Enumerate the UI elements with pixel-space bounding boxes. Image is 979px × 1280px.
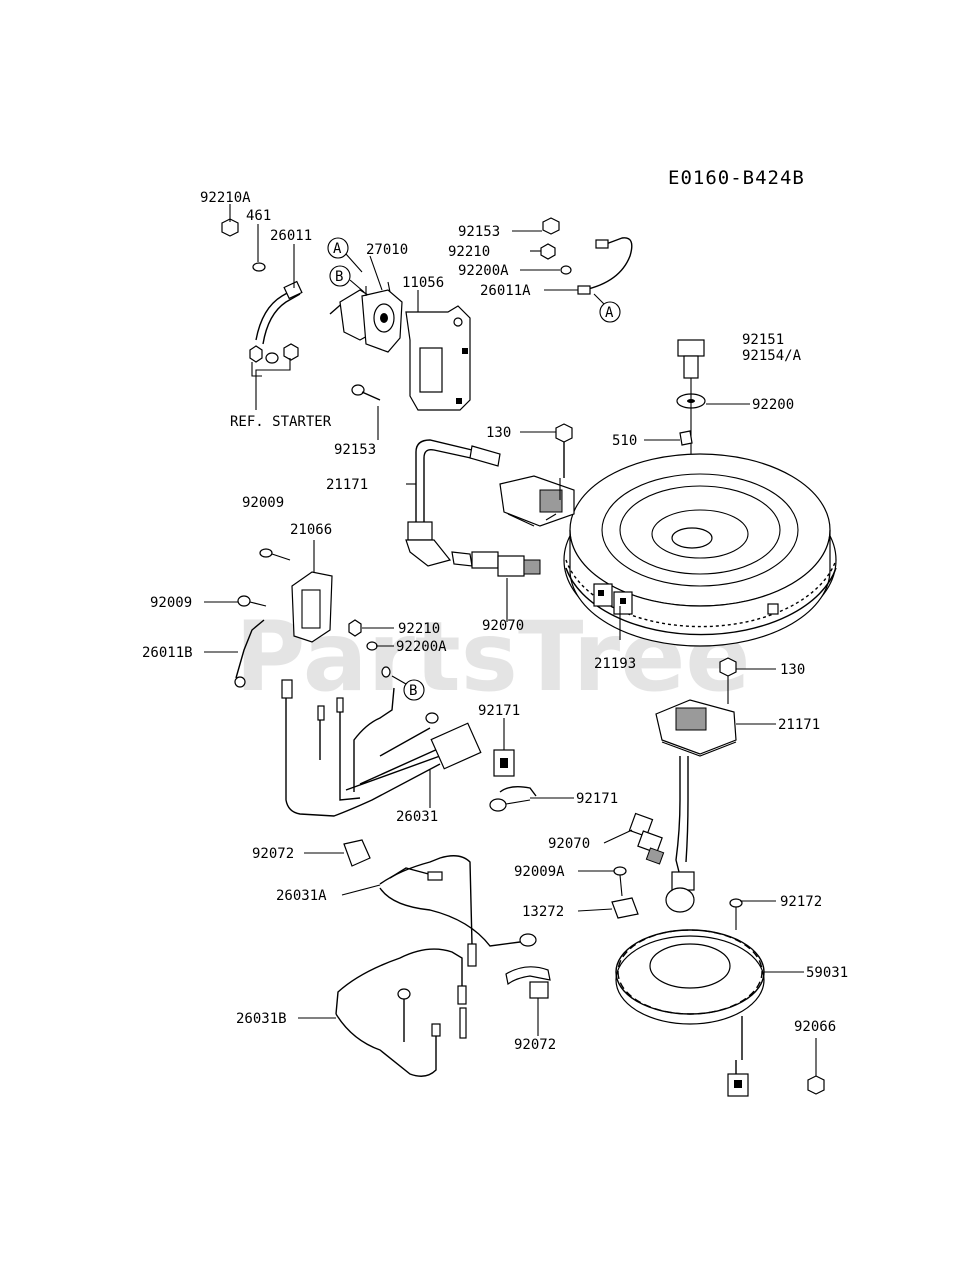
part-label-92151: 92151 xyxy=(742,332,784,348)
stator-drawing xyxy=(615,898,765,1097)
part-label-92210-b: 92210 xyxy=(398,621,440,637)
flywheel-drawing xyxy=(563,339,837,647)
ignition-coil-lower-drawing xyxy=(628,657,737,913)
part-label-26011: 26011 xyxy=(270,228,312,244)
part-label-27010: 27010 xyxy=(366,242,408,258)
ground-lead-drawing xyxy=(540,217,633,295)
nut-92066 xyxy=(807,1075,825,1095)
part-label-92153-a: 92153 xyxy=(334,442,376,458)
callout-a-2: A xyxy=(593,293,621,323)
main-harness-drawing xyxy=(281,679,482,817)
part-label-21171-b: 21171 xyxy=(778,717,820,733)
solenoid-assembly-drawing xyxy=(221,218,471,411)
part-label-92009-a: 92009 xyxy=(242,495,284,511)
svg-text:A: A xyxy=(333,241,342,257)
part-label-92210-a: 92210 xyxy=(448,244,490,260)
part-label-92200: 92200 xyxy=(752,397,794,413)
callout-b-2: B xyxy=(391,675,425,701)
part-label-92072-a: 92072 xyxy=(252,846,294,862)
svg-text:B: B xyxy=(409,683,417,699)
regulator-drawing xyxy=(234,548,391,688)
part-label-130-a: 130 xyxy=(486,425,511,441)
part-label-21171-a: 21171 xyxy=(326,477,368,493)
part-label-92171-a: 92171 xyxy=(478,703,520,719)
callout-a-1: A xyxy=(327,237,363,273)
diagram-code: E0160-B424B xyxy=(668,167,805,189)
leader-lines xyxy=(204,204,817,1076)
svg-text:B: B xyxy=(335,269,343,285)
part-label-92153-b: 92153 xyxy=(458,224,500,240)
ref-starter-note: REF. STARTER xyxy=(230,414,332,430)
part-label-461: 461 xyxy=(246,208,271,224)
part-label-26031A: 26031A xyxy=(276,888,327,904)
svg-text:A: A xyxy=(605,305,614,321)
part-label-130-b: 130 xyxy=(780,662,805,678)
part-label-11056: 11056 xyxy=(402,275,444,291)
part-label-92210A: 92210A xyxy=(200,190,251,206)
part-label-21066: 21066 xyxy=(290,522,332,538)
lower-harness-drawing xyxy=(335,839,551,1077)
part-label-92200A-b: 92200A xyxy=(396,639,447,655)
part-label-92070-b: 92070 xyxy=(548,836,590,852)
part-label-92009A: 92009A xyxy=(514,864,565,880)
part-labels: 92210A 461 26011 27010 11056 92153 92153… xyxy=(142,190,848,1053)
part-label-59031: 59031 xyxy=(806,965,848,981)
part-label-92070-a: 92070 xyxy=(482,618,524,634)
part-label-26011A: 26011A xyxy=(480,283,531,299)
part-label-92154A: 92154/A xyxy=(742,348,802,364)
part-label-21193: 21193 xyxy=(594,656,636,672)
screw-bracket-drawing xyxy=(611,866,639,919)
connector-92171-drawing xyxy=(489,749,537,812)
part-label-92009-b: 92009 xyxy=(150,595,192,611)
ignition-coil-top-drawing xyxy=(405,423,575,577)
part-label-26011B: 26011B xyxy=(142,645,193,661)
part-label-13272: 13272 xyxy=(522,904,564,920)
part-label-92066: 92066 xyxy=(794,1019,836,1035)
part-label-92171-b: 92171 xyxy=(576,791,618,807)
part-label-92172: 92172 xyxy=(780,894,822,910)
part-label-26031B: 26031B xyxy=(236,1011,287,1027)
part-label-26031: 26031 xyxy=(396,809,438,825)
callout-b-1: B xyxy=(329,265,365,293)
part-label-92072-b: 92072 xyxy=(514,1037,556,1053)
part-label-92200A-a: 92200A xyxy=(458,263,509,279)
part-label-510: 510 xyxy=(612,433,637,449)
